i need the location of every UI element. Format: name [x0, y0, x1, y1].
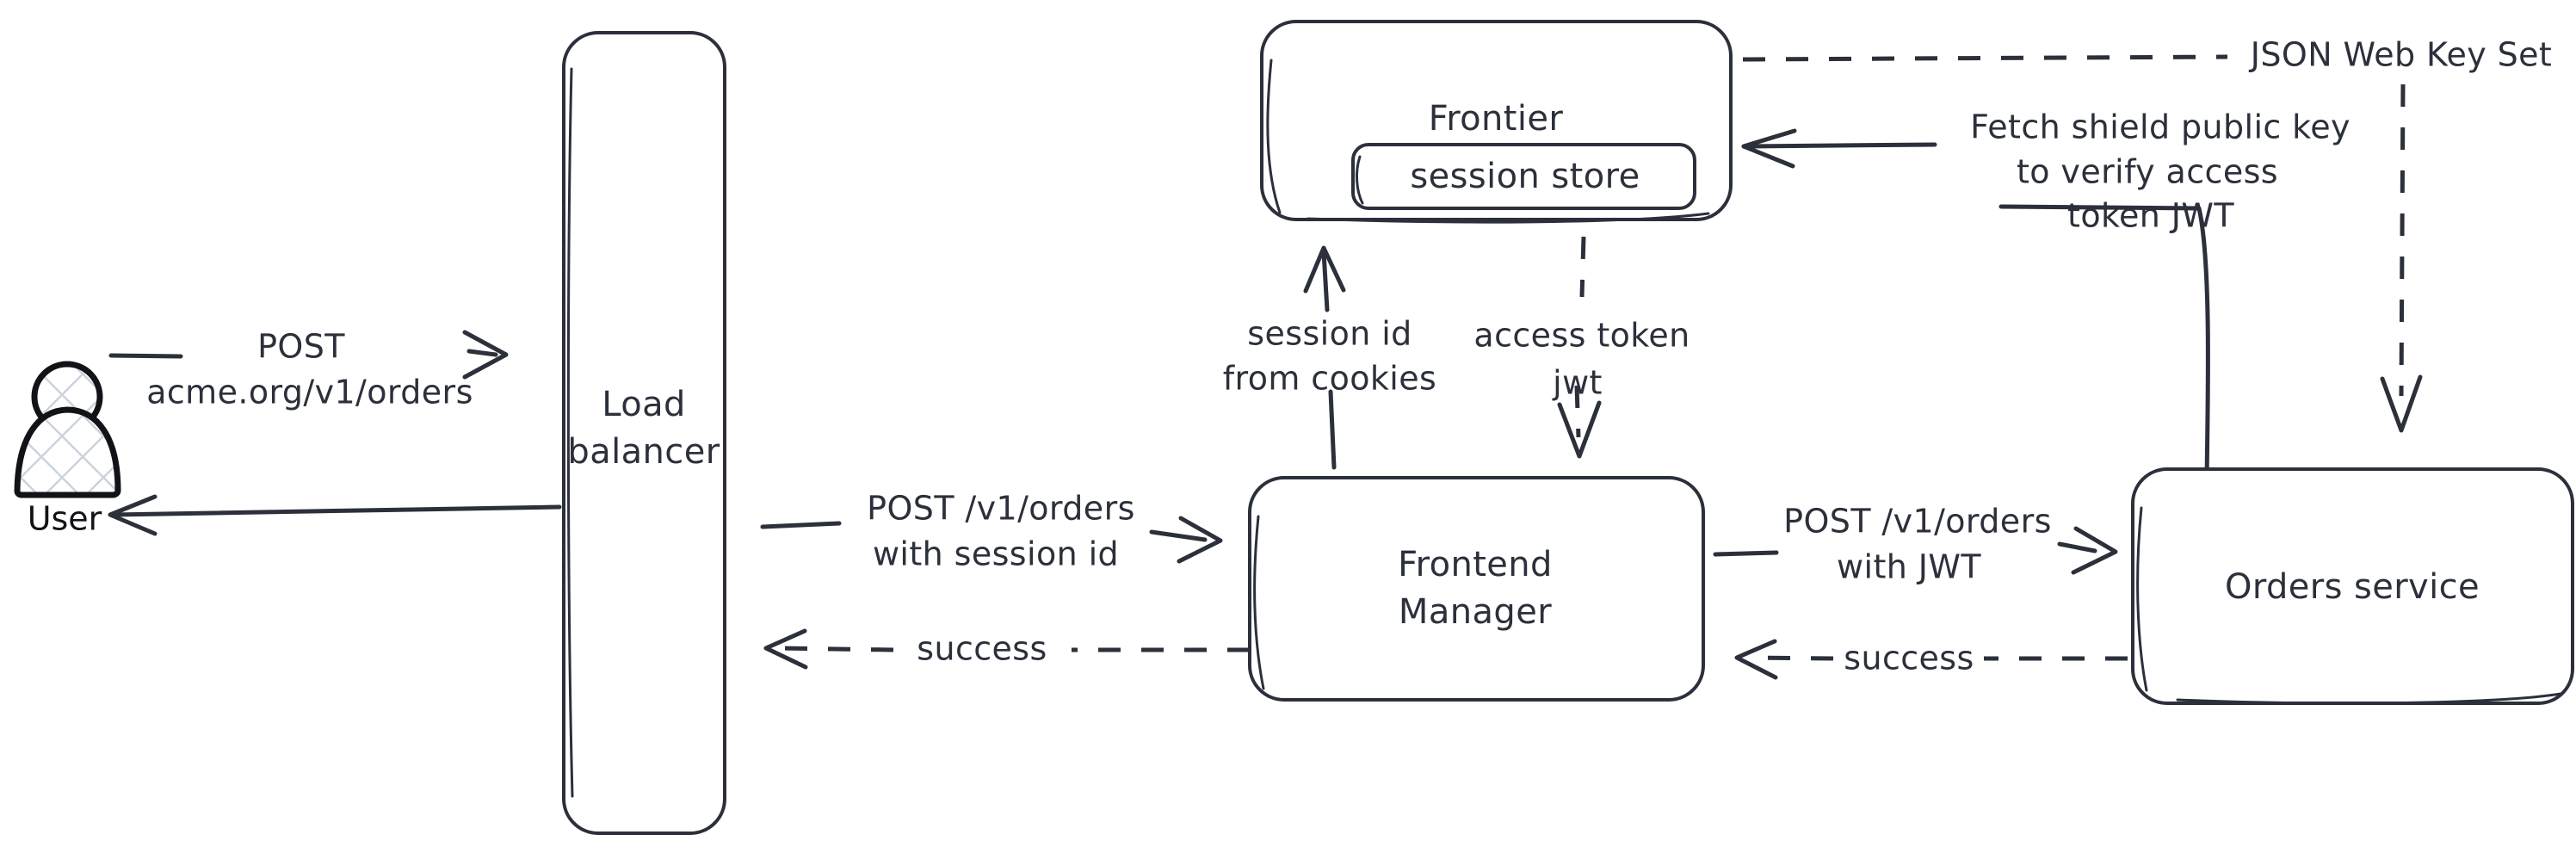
node-frontend-manager-label-line2: Manager: [1399, 592, 1552, 632]
node-session-store-sketch-edge: [1355, 155, 1364, 205]
edge-fm-to-frontier-line-upper: [1321, 250, 1330, 312]
edge-orders-to-frontier-label-line3: token JWT: [2067, 197, 2234, 235]
edge-lb-to-user-line: [111, 504, 562, 517]
node-orders-service-label: Orders service: [2225, 567, 2480, 607]
edge-frontier-to-fm-line-lower: [1574, 385, 1581, 438]
edge-lb-to-user-arrowhead: [108, 494, 158, 536]
node-load-balancer-label-line2: balancer: [567, 432, 720, 472]
node-load-balancer[interactable]: Load balancer: [562, 31, 726, 835]
edge-orders-to-frontier-arrowhead: [1741, 128, 1797, 169]
edge-orders-to-frontier-label-line1: Fetch shield public key: [1970, 108, 2351, 146]
node-frontend-manager-sketch-edge: [1253, 515, 1265, 690]
edge-orders-to-frontier-line: [1998, 204, 2210, 481]
edge-user-to-load-balancer: POST acme.org/v1/orders: [108, 328, 509, 411]
edge-frontend-manager-to-frontier: session id from cookies: [1223, 245, 1436, 470]
edge-orders-service-to-frontier: Fetch shield public key to verify access…: [1741, 108, 2351, 481]
node-session-store-shape: [1351, 143, 1696, 210]
node-frontend-manager[interactable]: Frontend Manager: [1248, 476, 1705, 702]
edge-frontier-to-orders-service: JSON Web Key Set: [1742, 36, 2552, 433]
edge-frontier-to-fm-label-line2: jwt: [1552, 364, 1603, 402]
edge-orders-service-to-frontend-manager: success: [1734, 639, 2128, 680]
node-frontend-manager-shape: [1248, 476, 1705, 702]
node-load-balancer-sketch-edge: [566, 67, 574, 798]
edge-load-balancer-to-frontend-manager: POST /v1/orders with session id: [760, 490, 1223, 573]
edge-fm-to-frontier-line-lower: [1328, 389, 1337, 470]
edge-lb-to-fm-line-b: [1149, 529, 1208, 542]
edge-frontier-to-orders-arrowhead: [2380, 374, 2423, 433]
edge-fm-to-orders-label-line1: POST /v1/orders: [1783, 503, 2052, 541]
edge-orders-to-frontier-line-b: [1741, 142, 1937, 149]
edge-fm-to-orders-line-b: [2057, 541, 2097, 553]
edge-lb-to-fm-label-line2: with session id: [873, 535, 1119, 573]
edge-fm-to-orders-label-line2: with JWT: [1837, 548, 1981, 586]
edge-fm-to-frontier-label-line1: session id: [1247, 315, 1412, 353]
edge-fm-to-orders-arrowhead: [2071, 526, 2118, 575]
edge-frontend-manager-to-orders-service: POST /v1/orders with JWT: [1713, 503, 2118, 586]
edge-fm-to-lb-label: success: [917, 630, 1047, 668]
edge-frontier-to-frontend-manager: access token jwt: [1473, 236, 1690, 459]
edge-user-to-lb-line: [108, 353, 183, 359]
edge-fm-to-frontier-label-line2: from cookies: [1223, 360, 1436, 398]
actor-user: User: [14, 361, 121, 538]
edge-user-to-lb-arrowhead: [462, 330, 509, 380]
edge-fm-to-lb-line-left: [774, 646, 894, 652]
node-frontier-sketch-edge: [1266, 59, 1710, 224]
edge-load-balancer-to-user: [108, 494, 562, 536]
edge-frontier-to-fm-line-upper: [1579, 236, 1586, 298]
edge-user-to-lb-line-b: [466, 349, 498, 357]
edge-frontier-to-orders-label: JSON Web Key Set: [2249, 36, 2552, 74]
edge-orders-to-fm-label: success: [1844, 640, 1974, 677]
edge-fm-to-orders-line: [1713, 550, 1779, 557]
edge-user-to-lb-label-line2: acme.org/v1/orders: [146, 374, 473, 411]
edge-frontier-to-orders-line-horizontal: [1742, 54, 2228, 62]
edge-orders-to-frontier-label-line2: to verify access: [2017, 153, 2278, 191]
node-orders-service-sketch-edge: [2136, 506, 2562, 705]
node-load-balancer-shape: [562, 31, 726, 835]
edge-lb-to-fm-line: [760, 521, 842, 529]
edge-fm-to-frontier-arrowhead: [1303, 245, 1346, 294]
edge-frontier-to-orders-line-vertical: [2399, 83, 2406, 397]
node-load-balancer-label-line1: Load: [602, 385, 686, 424]
edge-frontend-manager-to-load-balancer: success: [763, 628, 1250, 670]
edge-frontier-to-fm-arrowhead: [1557, 400, 1602, 459]
node-frontier[interactable]: Frontier session store: [1260, 20, 1733, 224]
node-session-store-label: session store: [1410, 157, 1640, 196]
node-session-store[interactable]: session store: [1351, 143, 1696, 210]
edge-frontier-to-fm-label-line1: access token: [1473, 317, 1690, 355]
edge-lb-to-fm-arrowhead: [1177, 516, 1223, 564]
user-label: User: [28, 500, 102, 538]
person-icon-body: [14, 406, 121, 498]
node-orders-service[interactable]: Orders service: [2131, 467, 2574, 705]
edge-fm-to-lb-arrowhead: [763, 628, 808, 670]
edge-user-to-lb-label-line1: POST: [257, 328, 345, 366]
node-frontend-manager-label-line1: Frontend: [1398, 545, 1553, 584]
edge-orders-to-fm-arrowhead: [1734, 639, 1778, 680]
node-frontier-label: Frontier: [1429, 99, 1564, 139]
edge-lb-to-fm-label-line1: POST /v1/orders: [867, 490, 1135, 528]
